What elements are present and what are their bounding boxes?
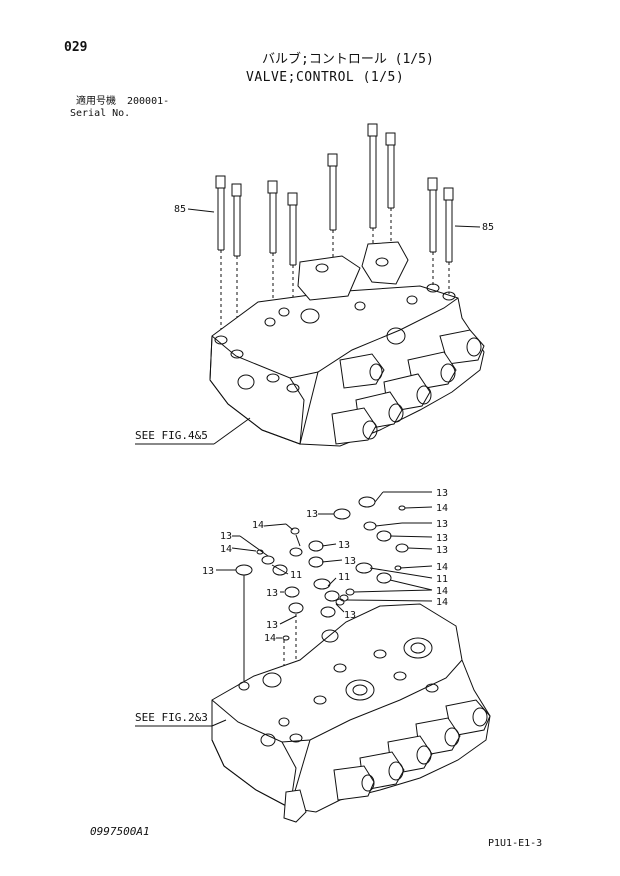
callout-leaders <box>216 491 433 735</box>
bolt <box>215 175 226 338</box>
callout-13: 13 <box>344 610 356 621</box>
bolt <box>385 132 396 260</box>
drawing-code: 0997500A1 <box>90 825 150 838</box>
bolt <box>367 123 378 262</box>
see-fig-reference-top: SEE FIG.4&5 <box>135 429 208 442</box>
callout-14: 14 <box>252 520 264 531</box>
callout-13: 13 <box>266 620 278 631</box>
title-japanese: バルブ;コントロール (1/5) <box>262 52 434 67</box>
callout-13: 13 <box>436 533 448 544</box>
spool-caps-bottom <box>333 699 491 801</box>
callout-11: 11 <box>436 574 448 585</box>
callout-14: 14 <box>436 503 448 514</box>
bolt <box>443 187 454 294</box>
callout-11: 11 <box>338 572 350 583</box>
callout-labels: 13 14 13 13 13 14 11 14 14 13 14 14 13 1… <box>202 488 448 644</box>
callout-13: 13 <box>266 588 278 599</box>
port-holes-top <box>214 283 456 393</box>
callout-13: 13 <box>338 540 350 551</box>
title-english: VALVE;CONTROL (1/5) <box>246 70 405 85</box>
serial-label-english: Serial No. <box>70 108 131 119</box>
callout-14: 14 <box>436 597 448 608</box>
callout-85-right: 85 <box>482 222 494 233</box>
serial-value: 200001- <box>127 96 170 107</box>
page-number: 029 <box>64 40 88 55</box>
callout-13: 13 <box>436 519 448 530</box>
bolt-set-85 <box>215 123 454 386</box>
spool-caps <box>331 329 485 445</box>
callout-14: 14 <box>436 562 448 573</box>
callout-13: 13 <box>436 545 448 556</box>
sheet-code: P1U1-E1-3 <box>488 838 543 849</box>
see-fig-reference-bottom: SEE FIG.2&3 <box>135 711 208 724</box>
callout-13: 13 <box>220 531 232 542</box>
bolt <box>427 177 438 286</box>
callout-11: 11 <box>290 570 302 581</box>
callout-14: 14 <box>436 586 448 597</box>
callout-13: 13 <box>436 488 448 499</box>
callout-85-left: 85 <box>174 204 186 215</box>
callout-14: 14 <box>220 544 232 555</box>
control-valve-body-top <box>209 241 485 447</box>
callout-14: 14 <box>264 633 276 644</box>
callout-13: 13 <box>344 556 356 567</box>
bolt <box>327 153 338 300</box>
serial-label-japanese: 適用号機 <box>76 96 116 107</box>
callout-13: 13 <box>202 566 214 577</box>
control-valve-body-bottom <box>211 603 491 823</box>
callout-13: 13 <box>306 509 318 520</box>
